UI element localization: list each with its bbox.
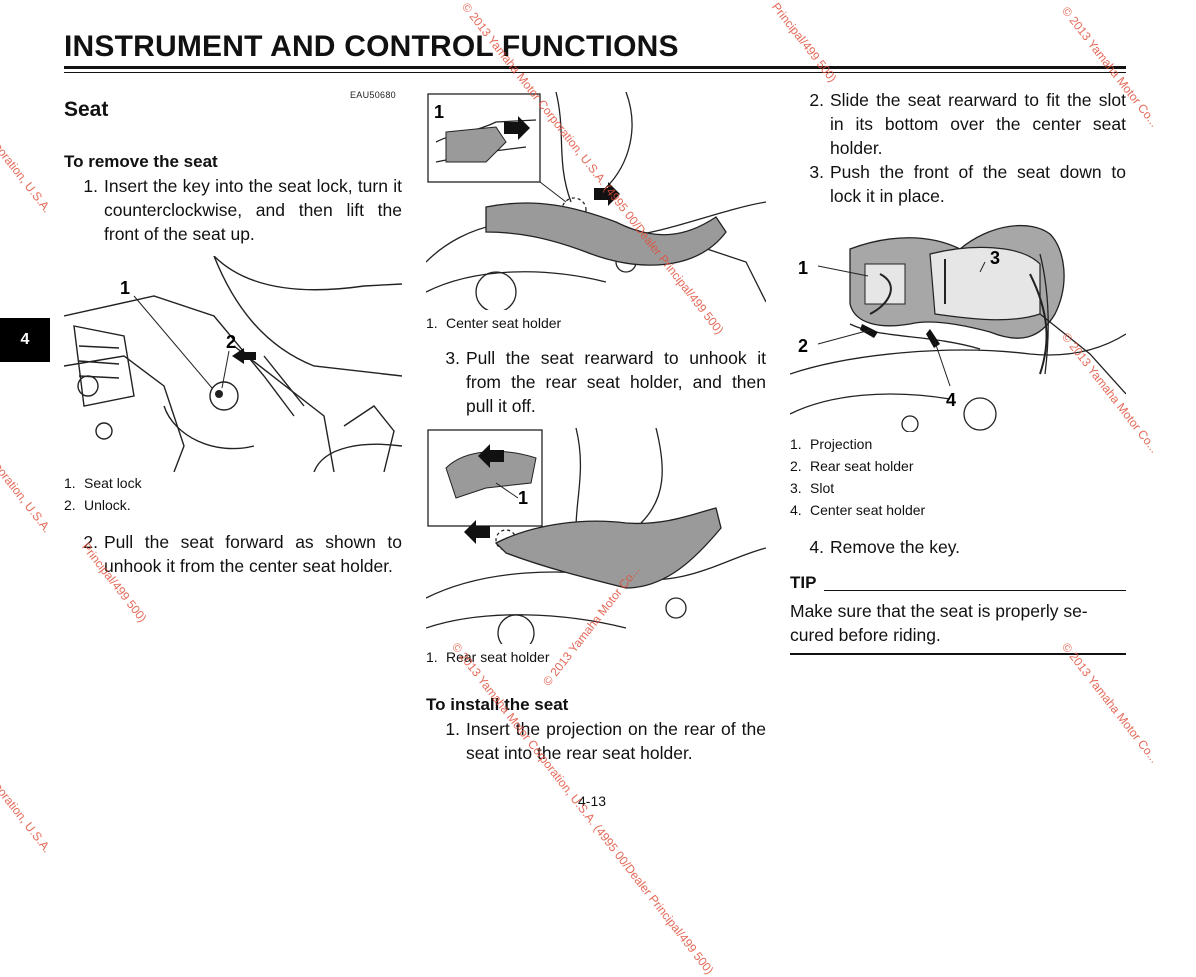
callout-1: 1 bbox=[798, 258, 808, 278]
caption-item: 2.Unlock. bbox=[64, 497, 131, 513]
step-number: 1. bbox=[445, 719, 460, 739]
step-number: 1. bbox=[83, 176, 98, 196]
install-step-3: 3. Push the front of the seat down to lo… bbox=[790, 160, 1126, 208]
install-step-4-block: 4. Remove the key. bbox=[790, 535, 1126, 559]
watermark: poration, U.S.A. bbox=[0, 140, 55, 216]
tip-box: TIP Make sure that the seat is properly … bbox=[790, 571, 1126, 655]
remove-step-1: 1. Insert the key into the seat lock, tu… bbox=[64, 174, 402, 246]
tip-header: TIP bbox=[790, 571, 1126, 595]
caption-item: 1.Center seat holder bbox=[426, 315, 562, 331]
step-number: 3. bbox=[445, 348, 460, 368]
callout-1: 1 bbox=[518, 488, 528, 508]
figure-2-captions: 1.Center seat holder bbox=[426, 312, 766, 334]
step-text: Insert the key into the seat lock, turn … bbox=[104, 176, 402, 244]
caption-item: 3.Slot bbox=[790, 480, 835, 496]
tip-rule bbox=[824, 590, 1126, 591]
step-text: Insert the projection on the rear of the… bbox=[466, 719, 766, 763]
watermark: poration, U.S.A. bbox=[0, 460, 55, 536]
callout-1: 1 bbox=[434, 102, 444, 122]
seat-underside-illustration: 1 2 3 4 bbox=[790, 224, 1126, 432]
step-number: 4. bbox=[809, 537, 824, 557]
step-number: 2. bbox=[809, 90, 824, 110]
remove-step-3-block: 3. Pull the seat rearward to unhook it f… bbox=[426, 346, 766, 418]
step-text: Pull the seat rearward to unhook it from… bbox=[466, 348, 766, 416]
step-text: Push the front of the seat down to lock … bbox=[830, 162, 1126, 206]
callout-2: 2 bbox=[798, 336, 808, 356]
header-rule-thin bbox=[64, 72, 1126, 73]
figure-3-captions: 1.Rear seat holder bbox=[426, 646, 766, 668]
column-1: To remove the seat 1. Insert the key int… bbox=[64, 150, 402, 246]
step-text: Remove the key. bbox=[830, 537, 961, 557]
step-text: Slide the seat rearward to fit the slot … bbox=[830, 90, 1126, 158]
remove-step-2: 2. Pull the seat forward as shown to unh… bbox=[64, 530, 402, 578]
chapter-tab: 4 bbox=[0, 318, 50, 362]
callout-1: 1 bbox=[120, 278, 130, 298]
tip-label: TIP bbox=[790, 573, 817, 592]
rear-seat-holder-illustration: 1 bbox=[426, 428, 766, 644]
header-rule-thick bbox=[64, 66, 1126, 69]
figure-4-captions: 1.Projection 2.Rear seat holder 3.Slot 4… bbox=[790, 433, 1126, 521]
section-title: Seat bbox=[64, 98, 109, 121]
caption-item: 2.Rear seat holder bbox=[790, 458, 914, 474]
watermark: © 2013 Yamaha Motor Corporation, U.S.A. … bbox=[448, 640, 717, 977]
install-heading: To install the seat bbox=[426, 695, 569, 714]
page-number: 4-13 bbox=[578, 793, 607, 809]
remove-step-2-block: 2. Pull the seat forward as shown to unh… bbox=[64, 530, 402, 578]
tip-end-rule bbox=[790, 653, 1126, 655]
page-title: INSTRUMENT AND CONTROL FUNCTIONS bbox=[64, 30, 679, 63]
figure-1-captions: 1.Seat lock 2.Unlock. bbox=[64, 472, 402, 516]
section-code: EAU50680 bbox=[350, 90, 396, 100]
step-number: 3. bbox=[809, 162, 824, 182]
watermark: poration, U.S.A. bbox=[0, 780, 55, 856]
caption-item: 1.Projection bbox=[790, 436, 873, 452]
install-step-2: 2. Slide the seat rearward to fit the sl… bbox=[790, 88, 1126, 160]
remove-heading: To remove the seat bbox=[64, 152, 218, 171]
install-step-4: 4. Remove the key. bbox=[790, 535, 1126, 559]
install-block: To install the seat 1. Insert the projec… bbox=[426, 693, 766, 765]
caption-item: 1.Rear seat holder bbox=[426, 649, 550, 665]
callout-2: 2 bbox=[226, 332, 236, 352]
remove-step-3: 3. Pull the seat rearward to unhook it f… bbox=[426, 346, 766, 418]
watermark: © 2013 Yamaha Motor Co... bbox=[1058, 640, 1162, 766]
install-steps-continued: 2. Slide the seat rearward to fit the sl… bbox=[790, 88, 1126, 208]
caption-item: 4.Center seat holder bbox=[790, 502, 926, 518]
install-step-1: 1. Insert the projection on the rear of … bbox=[426, 717, 766, 765]
callout-3: 3 bbox=[990, 248, 1000, 268]
step-text: Pull the seat forward as shown to unhook… bbox=[104, 532, 402, 576]
caption-item: 1.Seat lock bbox=[64, 475, 142, 491]
seat-lock-illustration: 1 2 bbox=[64, 256, 402, 472]
callout-4: 4 bbox=[946, 390, 956, 410]
center-seat-holder-illustration: 1 bbox=[426, 92, 766, 310]
step-number: 2. bbox=[83, 532, 98, 552]
tip-text: Make sure that the seat is properly se-c… bbox=[790, 601, 1088, 645]
